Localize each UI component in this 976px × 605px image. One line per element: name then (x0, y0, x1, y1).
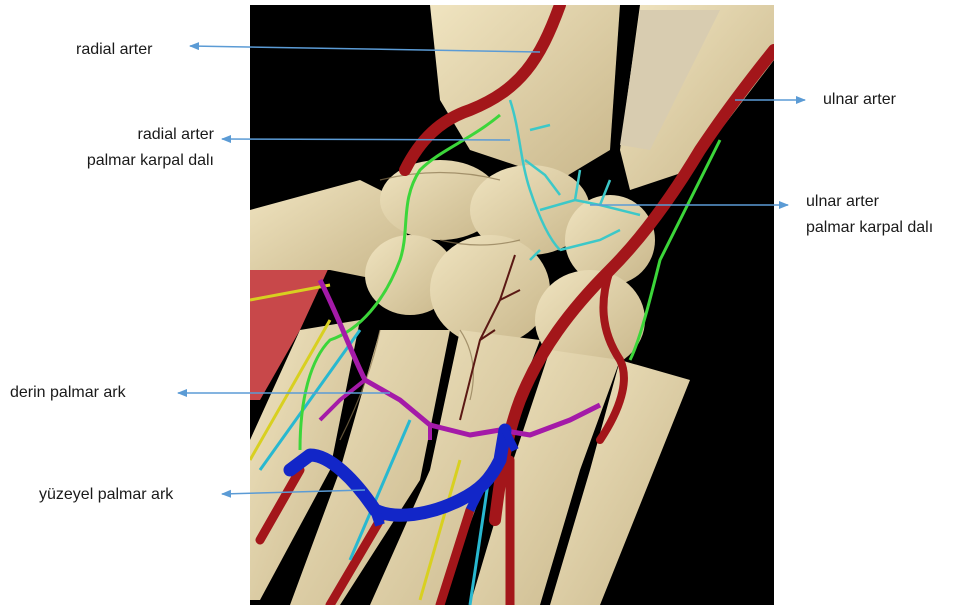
anatomy-illustration (250, 5, 774, 605)
capitate-bone (430, 235, 550, 345)
label-radial-palmar-carpal: radial arter palmar karpal dalı (50, 122, 214, 174)
label-ulnar-arter: ulnar arter (823, 87, 896, 113)
label-yuzeyel-palmar-ark-text: yüzeyel palmar ark (39, 482, 173, 508)
label-ulnar-palmar-line1: ulnar arter (806, 189, 933, 215)
label-radial-palmar-line2: palmar karpal dalı (50, 148, 214, 174)
label-radial-arter-text: radial arter (76, 37, 152, 63)
label-derin-palmar-ark: derin palmar ark (10, 380, 126, 406)
label-yuzeyel-palmar-ark: yüzeyel palmar ark (39, 482, 173, 508)
label-ulnar-palmar-carpal: ulnar arter palmar karpal dalı (806, 189, 933, 241)
label-derin-palmar-ark-text: derin palmar ark (10, 380, 126, 406)
label-ulnar-palmar-line2: palmar karpal dalı (806, 215, 933, 241)
label-ulnar-arter-text: ulnar arter (823, 87, 896, 113)
arrow-radial-palmar (222, 139, 510, 140)
label-radial-palmar-line1: radial arter (50, 122, 214, 148)
label-radial-arter: radial arter (76, 37, 152, 63)
superficial-arch-branch-1 (375, 510, 380, 525)
